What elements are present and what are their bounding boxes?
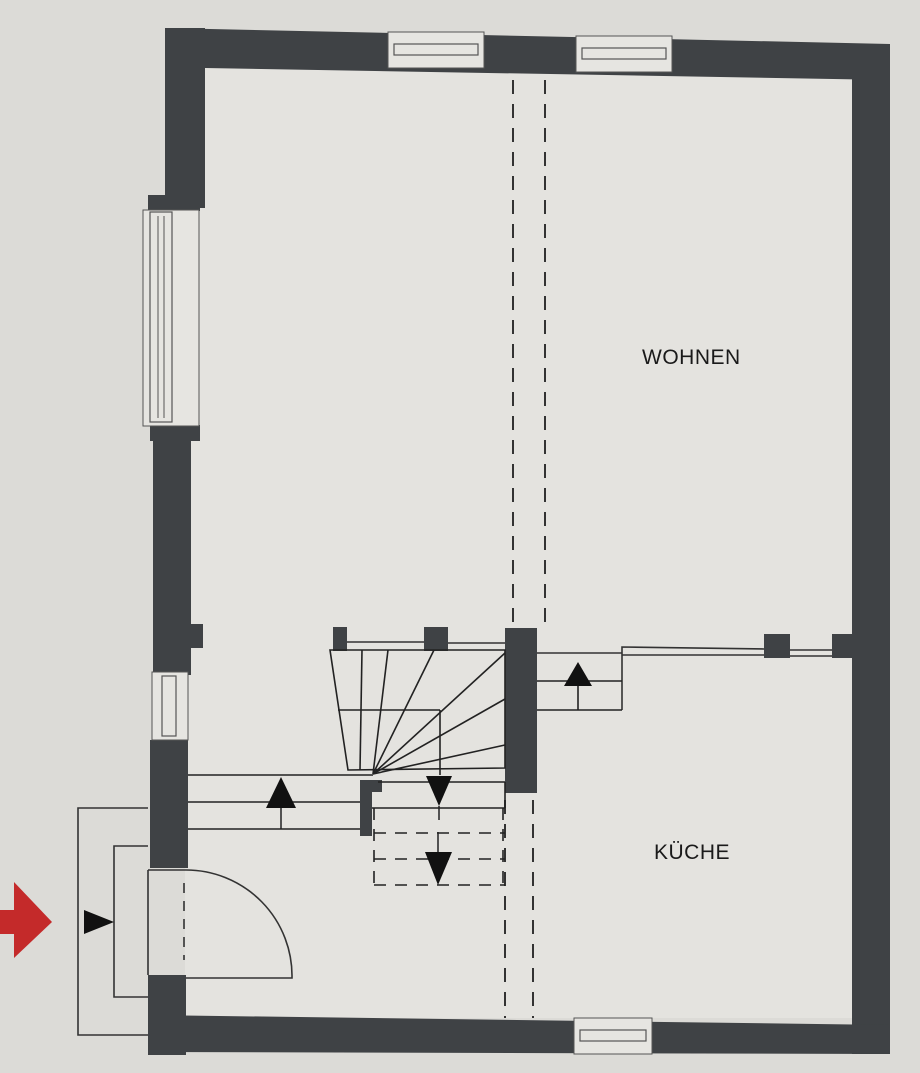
window-top-right: [575, 35, 673, 73]
window-top-left: [387, 31, 485, 69]
beam-dashed-lines: [504, 80, 546, 1018]
stair-up-arrow-icon: [564, 662, 592, 686]
room-label-kueche: KÜCHE: [654, 841, 731, 864]
entrance-step-arrow-icon: [84, 910, 114, 934]
room-label-wohnen: WOHNEN: [642, 346, 741, 369]
stair-up-arrow-icon: [266, 777, 296, 808]
window-bottom: [573, 1017, 653, 1055]
walls: [148, 28, 890, 1055]
window-left-small: [151, 671, 189, 741]
partition-wall: [347, 641, 832, 710]
entrance-door: [147, 869, 293, 979]
stair-down-arrow-icon: [425, 852, 452, 885]
entrance-arrow-icon: [0, 882, 52, 958]
staircase: [188, 649, 622, 830]
window-left-tall: [142, 209, 200, 427]
entrance-steps: [77, 807, 148, 1036]
interior-floor: [185, 68, 853, 1018]
stair-down-arrow-icon: [426, 776, 452, 806]
